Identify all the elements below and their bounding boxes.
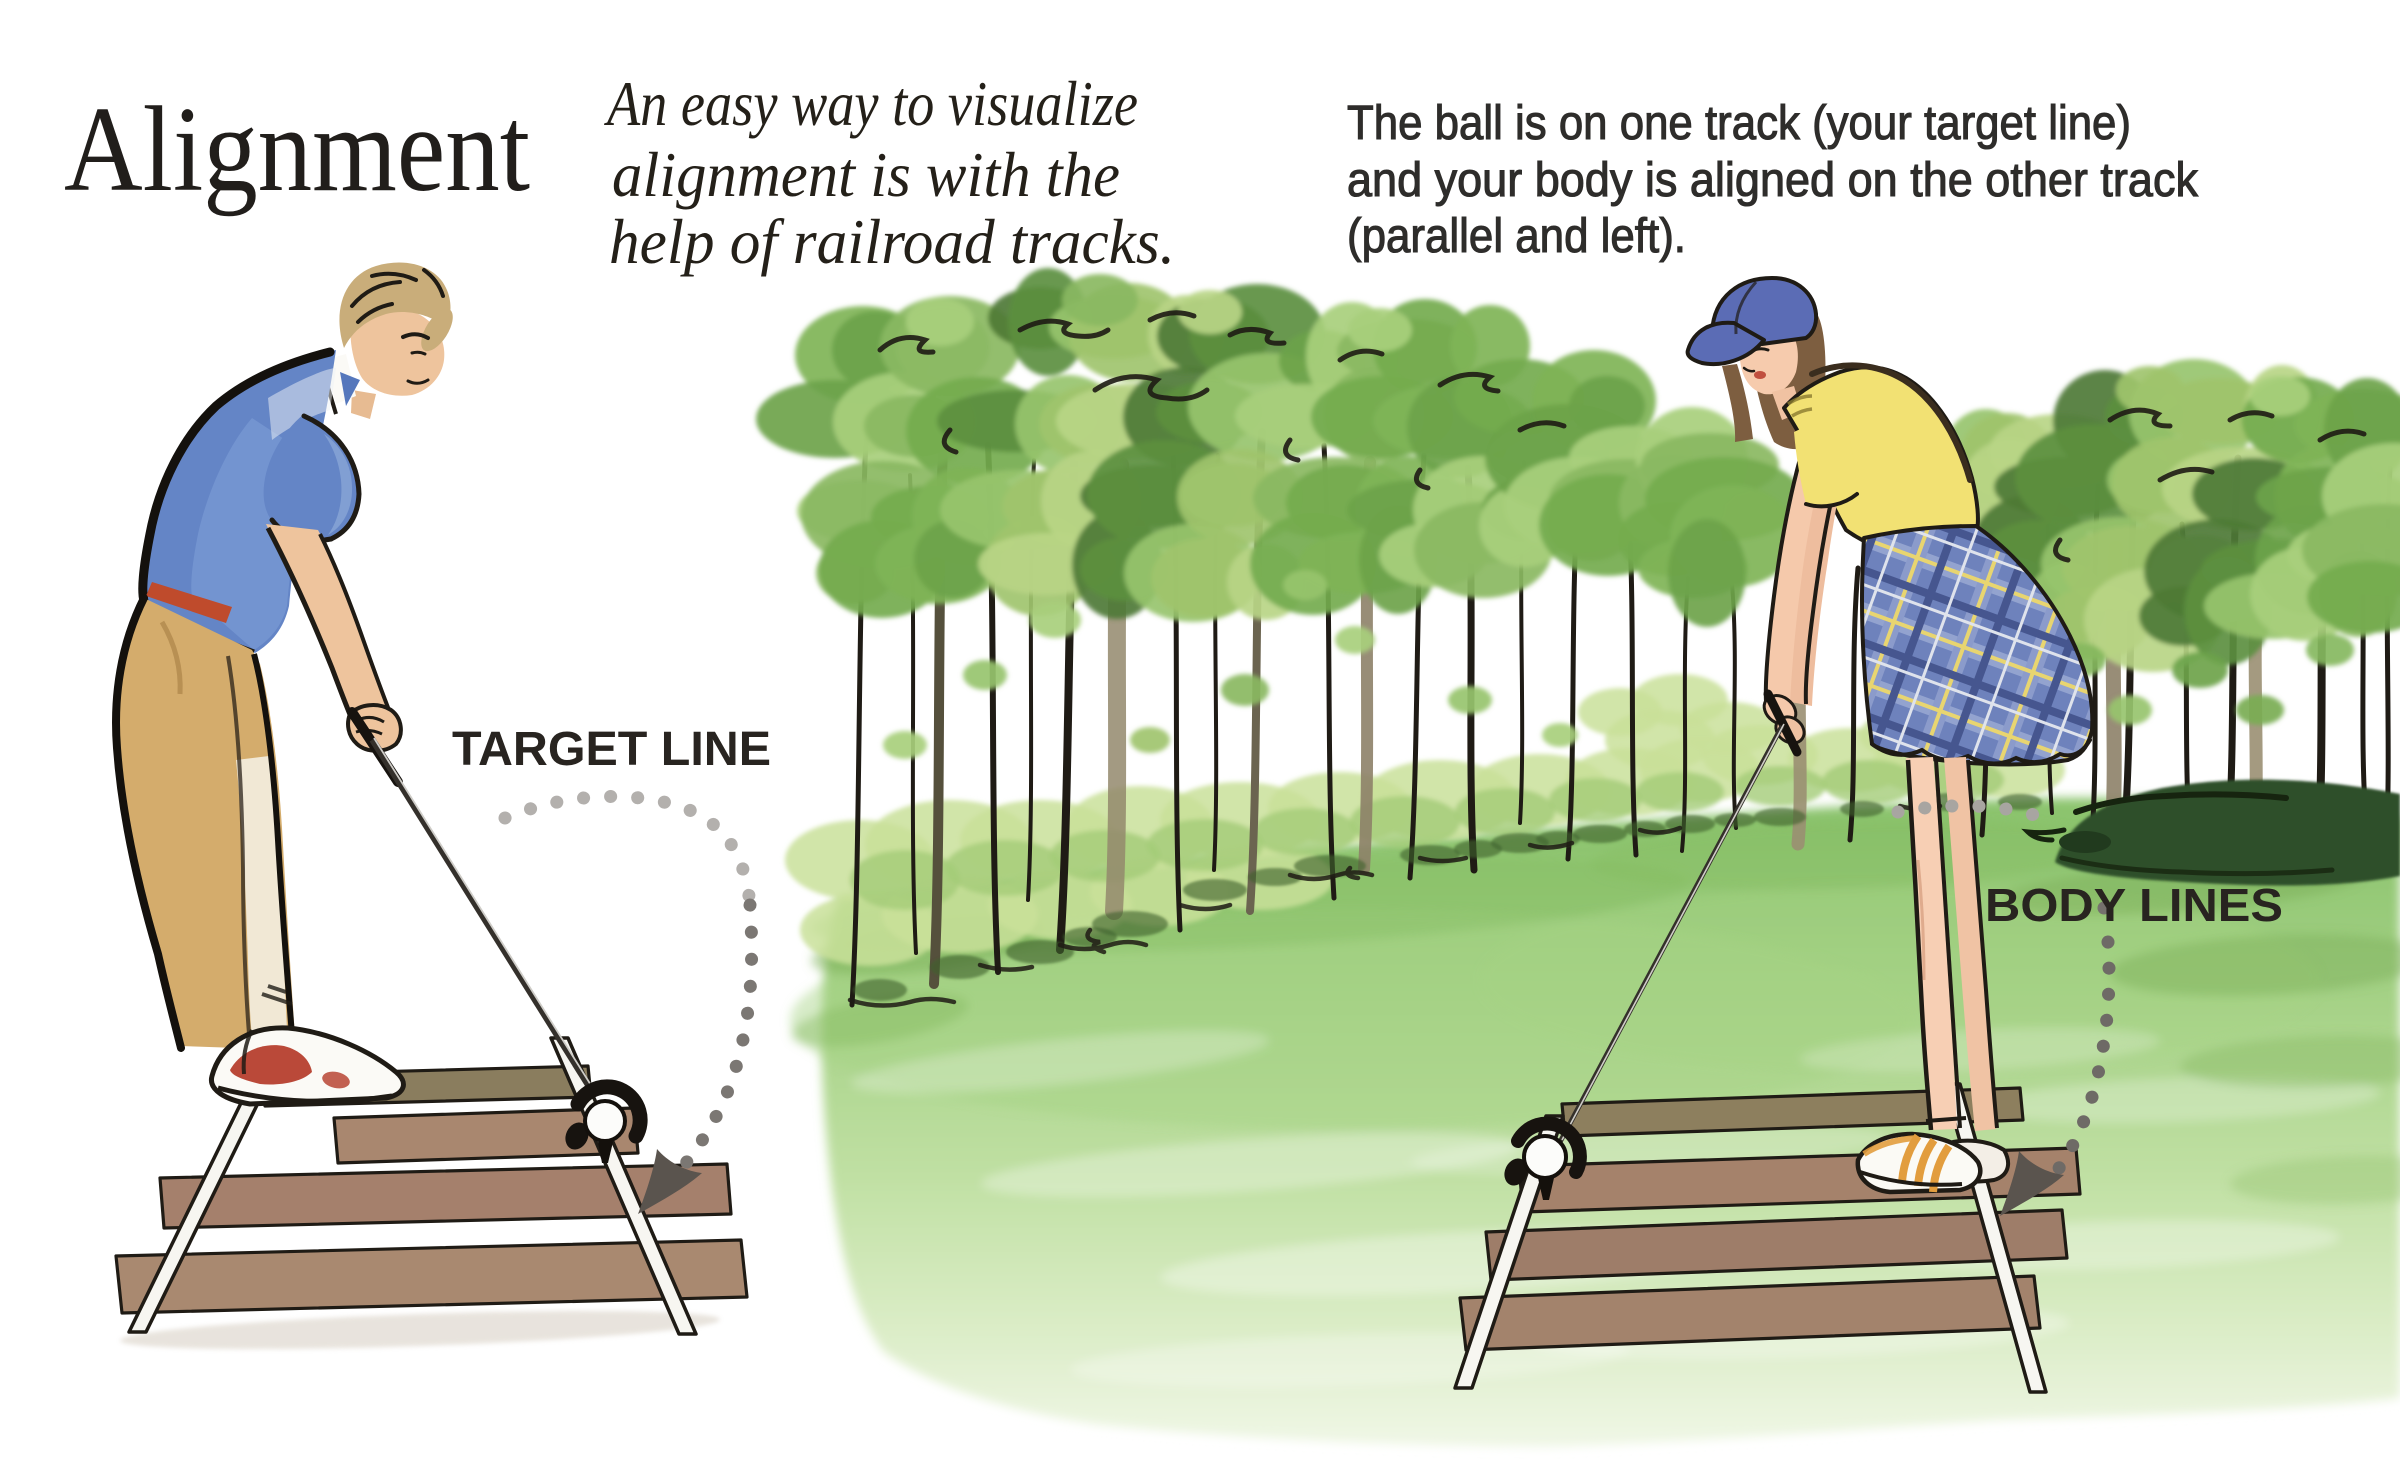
svg-text:Alignment: Alignment — [64, 82, 530, 217]
svg-text:help of railroad tracks.: help of railroad tracks. — [609, 206, 1175, 277]
svg-text:BODY LINES: BODY LINES — [1985, 879, 2283, 931]
svg-text:alignment is with the: alignment is with the — [612, 139, 1120, 210]
svg-text:and your body is aligned on th: and your body is aligned on the other tr… — [1347, 154, 2199, 207]
svg-text:(parallel and left).: (parallel and left). — [1347, 210, 1686, 263]
svg-text:An easy way to visualize: An easy way to visualize — [604, 68, 1138, 139]
svg-text:TARGET LINE: TARGET LINE — [452, 723, 771, 776]
svg-text:The ball is on one track (your: The ball is on one track (your target li… — [1347, 97, 2131, 150]
